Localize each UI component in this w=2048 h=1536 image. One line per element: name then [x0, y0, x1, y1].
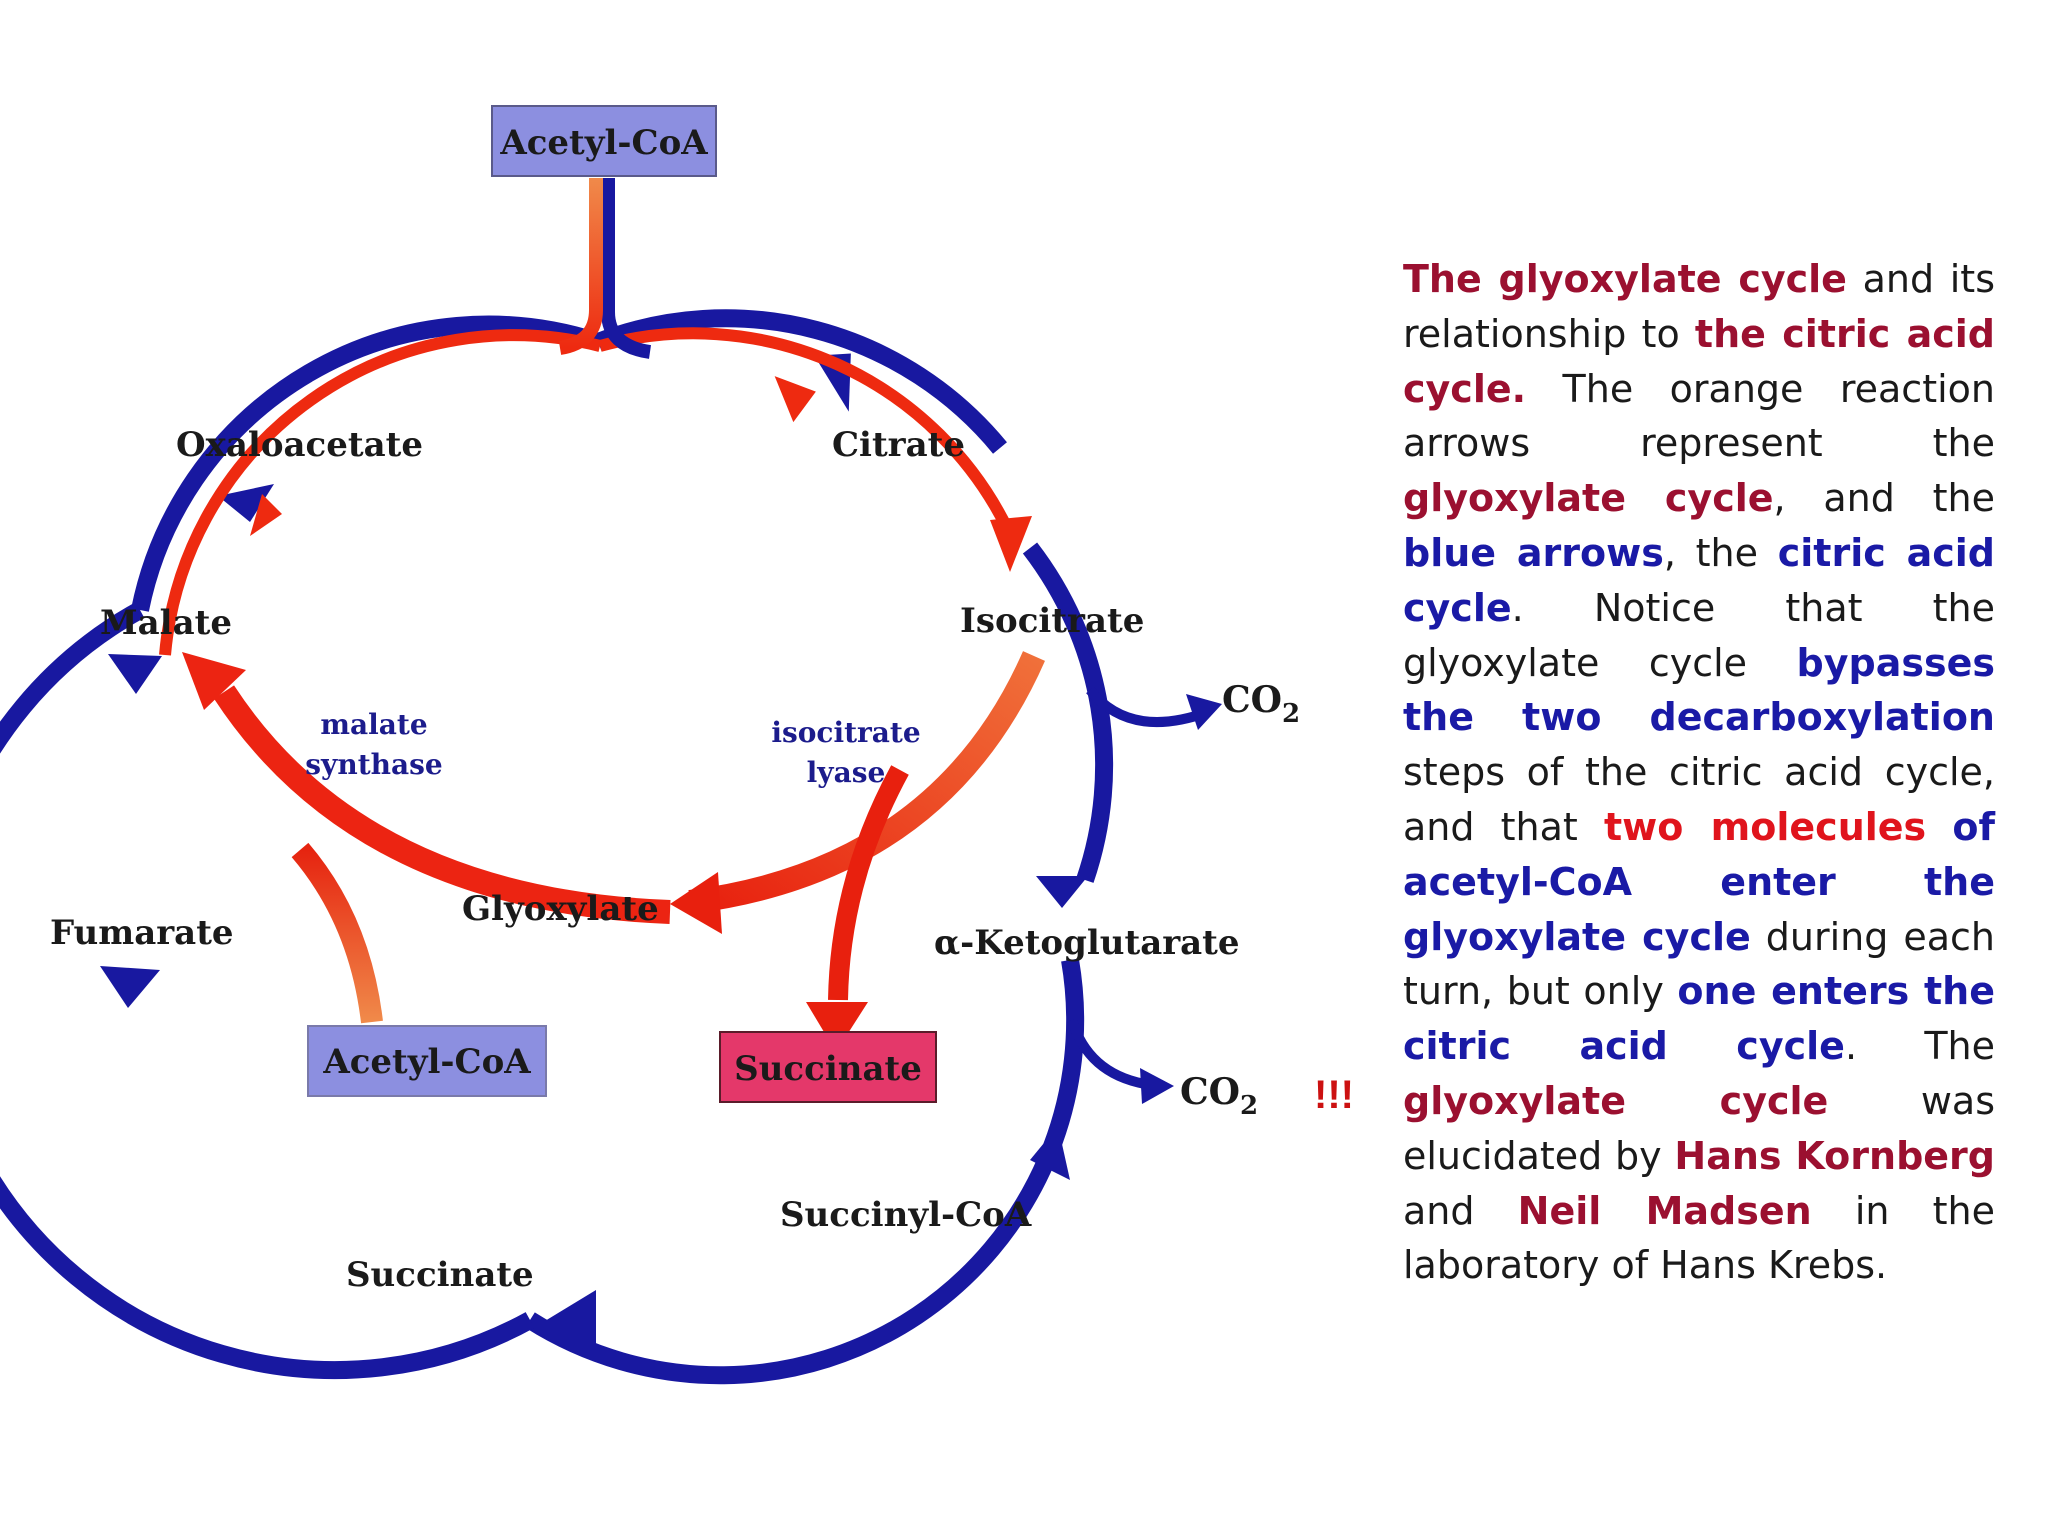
- glyoxylate-to-malate-arrow: [182, 652, 671, 924]
- caption-term-citric-acid-cycle: the citric acid cycle.: [1403, 311, 1995, 411]
- succinate-box-label: Succinate: [734, 1049, 922, 1089]
- label-alpha-ketoglutarate: α-Ketoglutarate: [934, 923, 1240, 963]
- label-isocitrate: Isocitrate: [960, 601, 1144, 641]
- citric-acid-cycle-ring: [0, 309, 1114, 1385]
- acetyl-coa-bottom-label: Acetyl-CoA: [322, 1042, 531, 1082]
- succinate-box: [719, 1031, 937, 1103]
- glyoxylate-cycle-ring: [159, 327, 1032, 656]
- label-succinyl-coa: Succinyl-CoA: [780, 1195, 1032, 1235]
- enzyme-malate-synthase-line1: malate: [320, 708, 427, 741]
- malate-synthase-feed: [291, 842, 383, 1024]
- label-citrate: Citrate: [832, 425, 965, 465]
- co2-release-arrows: [1067, 686, 1222, 1104]
- caption-term-glyoxylate-cycle: The glyoxylate cycle: [1403, 257, 1847, 301]
- exclamation-marks: !!!: [1314, 1073, 1354, 1117]
- isocitrate-lyase-arrows: [670, 651, 1045, 1052]
- caption-name-neil-madsen: Neil Madsen: [1517, 1188, 1812, 1233]
- label-glyoxylate: Glyoxylate: [462, 889, 659, 929]
- caption-text: during each turn, but only: [1403, 914, 1995, 1014]
- caption-text: , the: [1663, 530, 1778, 575]
- label-fumarate: Fumarate: [50, 913, 234, 953]
- caption-term-one-enters: one enters the citric acid cycle: [1403, 969, 1995, 1069]
- caption-text: , and the: [1773, 476, 1995, 521]
- caption-term-two-molecules: two molecules: [1603, 804, 1927, 849]
- label-co2-2: CO2: [1180, 1071, 1258, 1121]
- enzyme-malate-synthase-line2: synthase: [305, 748, 442, 781]
- caption-text: . The: [1844, 1024, 1995, 1069]
- acetyl-coa-feed-arrow: [558, 178, 652, 359]
- caption-name-hans-kornberg: Hans Kornberg: [1674, 1133, 1995, 1178]
- label-malate: Malate: [100, 603, 232, 643]
- caption-term-bypasses: bypasses the two decarboxylation: [1403, 640, 1995, 740]
- label-oxaloacetate: Oxaloacetate: [176, 425, 423, 465]
- caption-term-acetyl-coa-enter: of acetyl-CoA enter the glyoxylate cycle: [1403, 804, 1995, 959]
- enzyme-isocitrate-lyase-line1: isocitrate: [771, 716, 920, 749]
- caption-term-glyoxylate-cycle: glyoxylate cycle: [1403, 1078, 1829, 1123]
- caption-paragraph: The glyoxylate cycle and its relationshi…: [1403, 252, 1995, 1293]
- caption-text: [1926, 805, 1952, 849]
- acetyl-coa-bottom-box: [307, 1025, 547, 1097]
- caption-term-citric-acid-cycle: citric acid cycle: [1403, 530, 1995, 630]
- caption-text: . Notice that the glyoxylate cycle: [1403, 585, 1995, 685]
- label-co2-1: CO2: [1222, 679, 1300, 729]
- caption-text: The orange reaction arrows represent the: [1403, 366, 1995, 466]
- enzyme-isocitrate-lyase-line2: lyase: [807, 756, 886, 789]
- caption-text: and its relationship to: [1403, 257, 1995, 356]
- caption-text: steps of the citric acid cycle, and that: [1403, 750, 1995, 849]
- caption-text: in the laboratory of Hans Krebs.: [1403, 1188, 1995, 1288]
- caption-text: and: [1403, 1188, 1518, 1233]
- label-succinate-cycle: Succinate: [346, 1255, 534, 1295]
- caption-term-glyoxylate-cycle: glyoxylate cycle: [1403, 476, 1774, 521]
- acetyl-coa-top-box: [491, 105, 717, 177]
- caption-text: was elucidated by: [1403, 1078, 1995, 1178]
- acetyl-coa-top-label: Acetyl-CoA: [499, 123, 708, 163]
- caption-term-blue-arrows: blue arrows: [1403, 530, 1664, 575]
- glyoxylate-cycle-diagram: Acetyl-CoA Acetyl-CoA Succinate Citrate …: [0, 105, 1354, 1385]
